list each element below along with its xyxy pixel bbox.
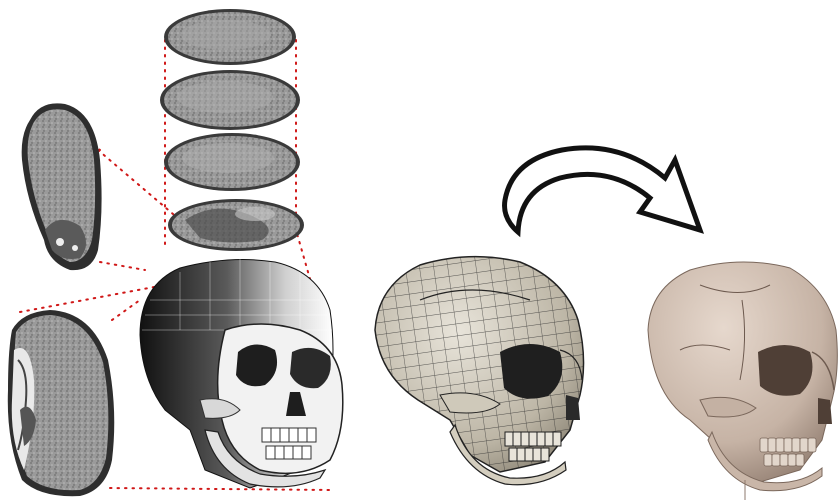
axial-slice-2 — [160, 70, 300, 130]
axial-slice-4 — [168, 199, 304, 251]
wireframe-mesh-skull — [375, 257, 584, 485]
sagittal-slice-1 — [22, 103, 102, 270]
rendered-nasal — [818, 398, 832, 424]
rendered-orbit — [758, 345, 812, 396]
axial-slice-1 — [164, 9, 296, 65]
smooth-rendered-skull — [648, 262, 837, 500]
mesh-orbit — [500, 344, 562, 399]
curved-arrow — [505, 148, 700, 232]
voxel-right-orbit — [290, 348, 331, 388]
mesh-teeth — [505, 432, 561, 461]
voxel-skull — [140, 258, 343, 488]
axial-slice-3 — [164, 133, 300, 191]
sagittal-slice-2 — [8, 310, 114, 496]
mesh-nasal — [566, 395, 580, 420]
